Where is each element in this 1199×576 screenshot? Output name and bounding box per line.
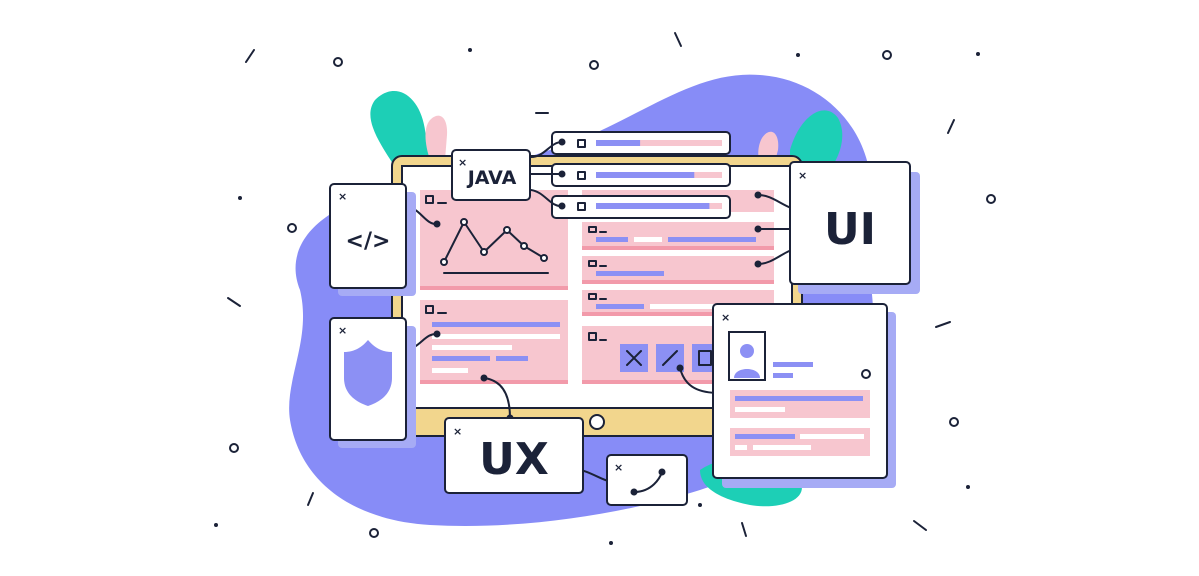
close-icon[interactable]: ×	[453, 425, 462, 438]
shield-card[interactable]: ×	[329, 317, 416, 448]
ux-label: UX	[479, 434, 549, 485]
profile-card[interactable]: ×	[712, 303, 896, 488]
ui-label: UI	[824, 204, 876, 255]
progress-card-3	[551, 195, 731, 219]
java-label: JAVA	[466, 167, 517, 189]
progress-card-2	[551, 163, 731, 187]
code-label: </>	[346, 229, 391, 254]
user-avatar-icon	[728, 331, 766, 381]
progress-fill-1	[596, 140, 641, 146]
pink-leaf-left	[425, 115, 448, 160]
progress-fill-3	[596, 203, 710, 209]
close-icon[interactable]: ×	[338, 324, 347, 337]
screen-text-panel	[420, 300, 568, 384]
close-icon[interactable]: ×	[338, 190, 347, 203]
progress-fill-2	[596, 172, 695, 178]
progress-card-1	[551, 131, 731, 155]
screen-chart-panel	[420, 190, 568, 290]
ui-card[interactable]: × UI	[789, 161, 920, 294]
shield-icon	[344, 340, 392, 406]
close-icon[interactable]: ×	[798, 169, 807, 182]
java-card[interactable]: × JAVA	[451, 149, 531, 201]
close-icon[interactable]: ×	[614, 461, 623, 474]
close-icon[interactable]: ×	[458, 156, 467, 169]
ux-card[interactable]: × UX	[444, 417, 584, 494]
teal-leaf-left	[370, 91, 432, 175]
code-card[interactable]: × </>	[329, 183, 416, 296]
progress-bars	[551, 131, 731, 219]
close-icon[interactable]: ×	[721, 311, 730, 324]
monitor-power-button[interactable]	[589, 414, 605, 430]
decorations	[214, 32, 996, 545]
small-link-card[interactable]: ×	[606, 454, 688, 506]
